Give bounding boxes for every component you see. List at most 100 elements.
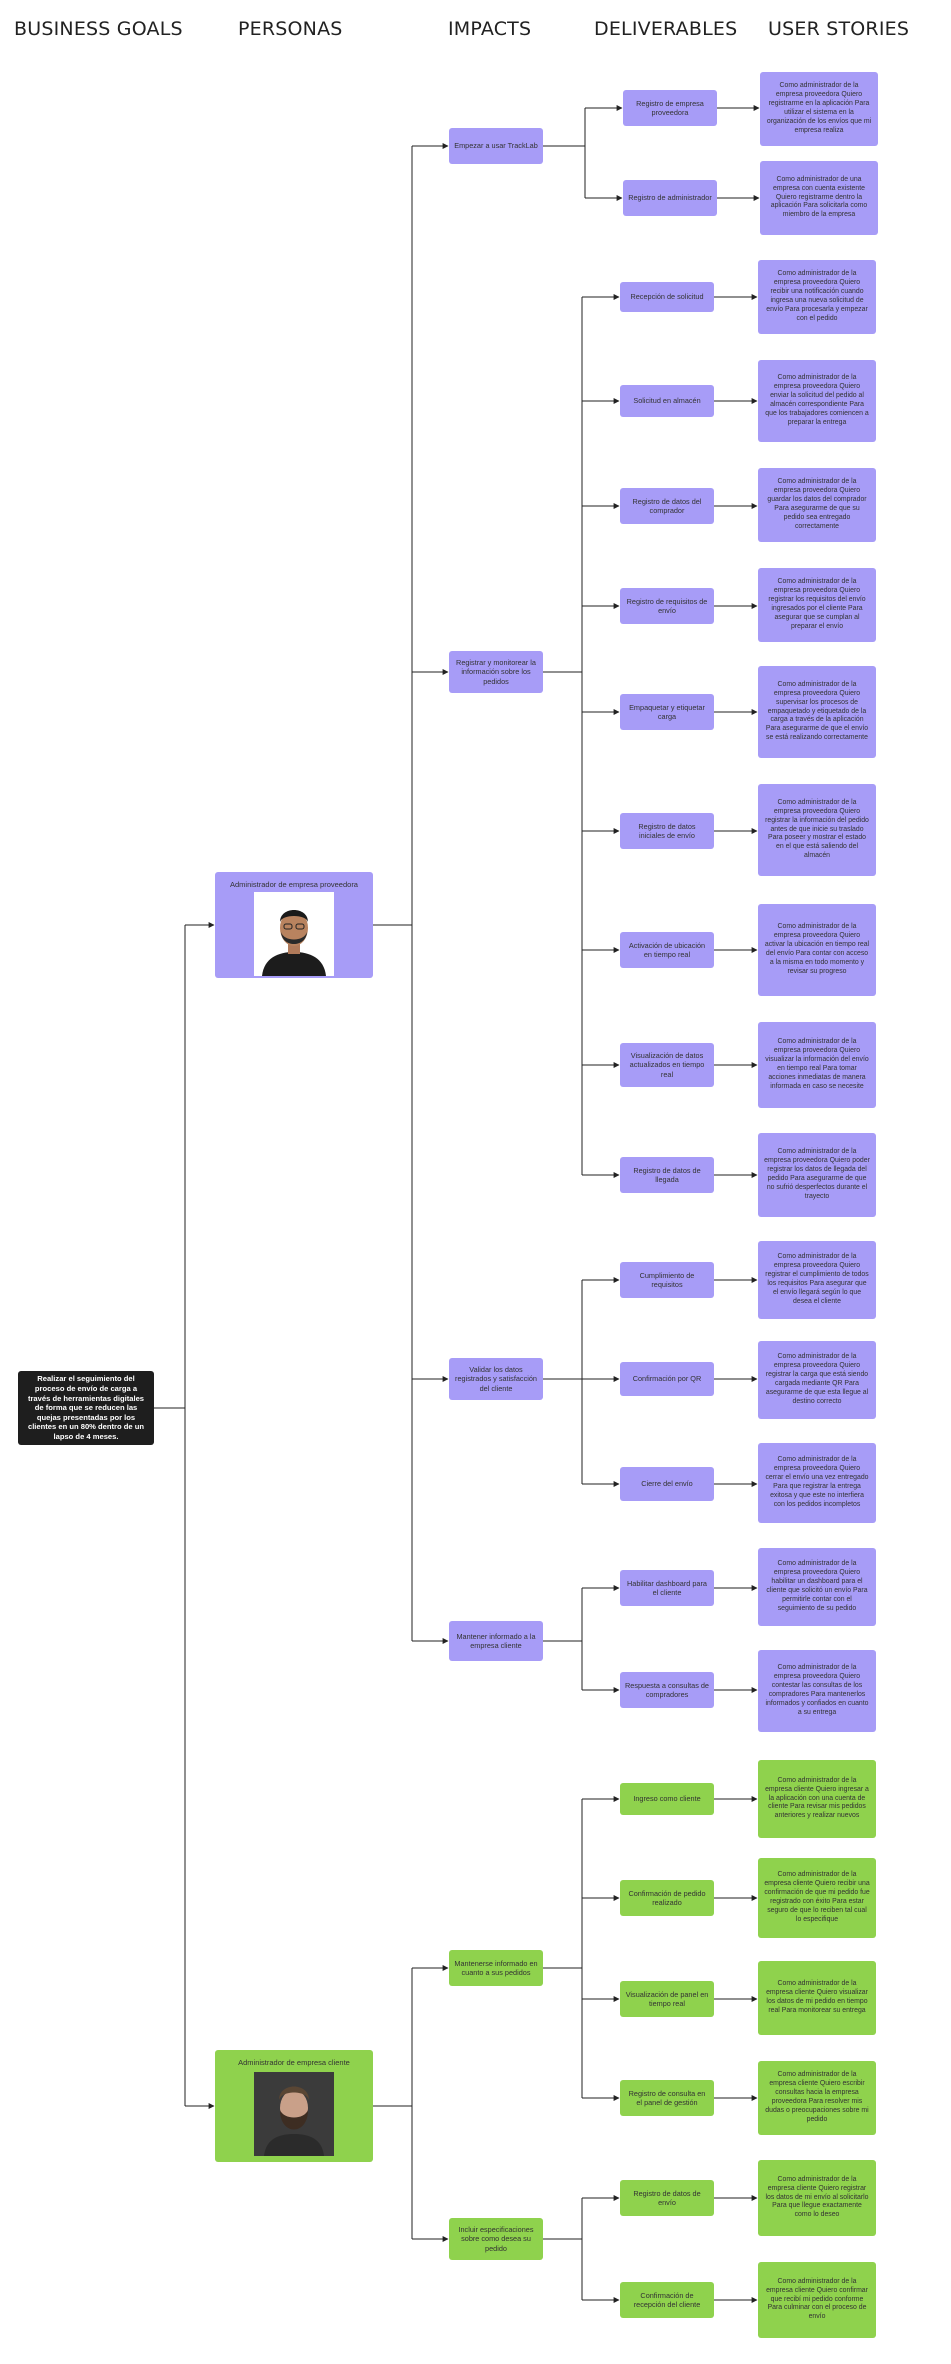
impact-card[interactable]: Mantenerse informado en cuanto a sus ped… <box>449 1950 543 1986</box>
user-story-text: Como administrador de la empresa proveed… <box>764 1148 870 1200</box>
impact-label: Incluir especificaciones sobre como dese… <box>458 2224 534 2253</box>
user-story-text: Como administrador de la empresa proveed… <box>765 1353 869 1405</box>
deliverable-card[interactable]: Activación de ubicación en tiempo real <box>620 932 714 968</box>
header-personas: PERSONAS <box>238 18 343 40</box>
deliverable-label: Empaquetar y etiquetar carga <box>629 702 705 721</box>
persona-card-client[interactable]: Administrador de empresa cliente <box>215 2050 373 2162</box>
user-story-card[interactable]: Como administrador de la empresa cliente… <box>758 2262 876 2338</box>
user-story-card[interactable]: Como administrador de la empresa proveed… <box>758 568 876 642</box>
user-story-text: Como administrador de la empresa proveed… <box>764 923 870 975</box>
user-story-card[interactable]: Como administrador de una empresa con cu… <box>760 161 878 235</box>
user-story-text: Como administrador de la empresa proveed… <box>765 1664 869 1716</box>
business-goal-text: Realizar el seguimiento del proceso de e… <box>27 1374 145 1441</box>
header-business-goals: BUSINESS GOALS <box>14 18 183 40</box>
deliverable-label: Registro de datos del comprador <box>632 496 702 515</box>
user-story-text: Como administrador de la empresa proveed… <box>766 82 872 134</box>
user-story-card[interactable]: Como administrador de la empresa proveed… <box>758 784 876 876</box>
user-story-card[interactable]: Como administrador de la empresa proveed… <box>758 1443 876 1523</box>
deliverable-card[interactable]: Confirmación de pedido realizado <box>620 1880 714 1916</box>
user-story-card[interactable]: Como administrador de la empresa cliente… <box>758 2160 876 2236</box>
deliverable-card[interactable]: Empaquetar y etiquetar carga <box>620 694 714 730</box>
deliverable-card[interactable]: Solicitud en almacén <box>620 385 714 417</box>
user-story-card[interactable]: Como administrador de la empresa cliente… <box>758 1858 876 1938</box>
user-story-text: Como administrador de la empresa cliente… <box>766 2277 868 2321</box>
deliverable-card[interactable]: Visualización de datos actualizados en t… <box>620 1043 714 1087</box>
user-story-text: Como administrador de la empresa proveed… <box>766 1560 868 1612</box>
deliverable-card[interactable]: Registro de datos de envío <box>620 2180 714 2216</box>
user-story-card[interactable]: Como administrador de la empresa proveed… <box>758 360 876 442</box>
deliverable-card[interactable]: Registro de empresa proveedora <box>623 90 717 126</box>
deliverable-card[interactable]: Recepción de solicitud <box>620 282 714 312</box>
persona-label: Administrador de empresa cliente <box>238 2058 350 2067</box>
deliverable-card[interactable]: Respuesta a consultas de compradores <box>620 1672 714 1708</box>
deliverable-card[interactable]: Registro de administrador <box>623 180 717 216</box>
user-story-card[interactable]: Como administrador de la empresa proveed… <box>760 72 878 146</box>
persona-card-provider[interactable]: Administrador de empresa proveedora <box>215 872 373 978</box>
user-story-text: Como administrador de la empresa proveed… <box>766 270 868 322</box>
user-story-card[interactable]: Como administrador de la empresa proveed… <box>758 904 876 996</box>
deliverable-card[interactable]: Registro de requisitos de envío <box>620 588 714 624</box>
user-story-card[interactable]: Como administrador de la empresa proveed… <box>758 468 876 542</box>
user-story-card[interactable]: Como administrador de la empresa cliente… <box>758 1760 876 1838</box>
user-story-text: Como administrador de la empresa cliente… <box>765 2175 869 2219</box>
user-story-text: Como administrador de la empresa proveed… <box>765 1038 869 1090</box>
user-story-card[interactable]: Como administrador de la empresa proveed… <box>758 260 876 334</box>
deliverable-card[interactable]: Confirmación de recepción del cliente <box>620 2282 714 2318</box>
impact-card[interactable]: Empezar a usar TrackLab <box>449 128 543 164</box>
deliverable-card[interactable]: Confirmación por QR <box>620 1362 714 1396</box>
deliverable-card[interactable]: Cierre del envío <box>620 1467 714 1501</box>
deliverable-card[interactable]: Ingreso como cliente <box>620 1783 714 1815</box>
persona-label: Administrador de empresa proveedora <box>230 880 358 889</box>
impact-label: Validar los datos registrados y satisfac… <box>455 1364 537 1393</box>
connector-lines <box>154 105 760 2303</box>
user-story-card[interactable]: Como administrador de la empresa proveed… <box>758 1341 876 1419</box>
user-story-card[interactable]: Como administrador de la empresa proveed… <box>758 666 876 758</box>
deliverable-label: Cierre del envío <box>641 1479 693 1489</box>
user-story-text: Como administrador de la empresa cliente… <box>766 1980 868 2014</box>
impact-card[interactable]: Registrar y monitorear la información so… <box>449 651 543 693</box>
deliverable-card[interactable]: Habilitar dashboard para el cliente <box>620 1570 714 1606</box>
user-story-text: Como administrador de la empresa proveed… <box>767 478 867 530</box>
business-goal-card[interactable]: Realizar el seguimiento del proceso de e… <box>18 1371 154 1445</box>
impact-label: Registrar y monitorear la información so… <box>456 657 536 686</box>
user-story-text: Como administrador de la empresa proveed… <box>768 578 866 630</box>
user-story-card[interactable]: Como administrador de la empresa proveed… <box>758 1133 876 1217</box>
deliverable-label: Registro de datos de llegada <box>633 1165 701 1184</box>
impact-card[interactable]: Mantener informado a la empresa cliente <box>449 1621 543 1661</box>
deliverable-label: Registro de datos iniciales de envío <box>638 821 696 840</box>
user-story-card[interactable]: Como administrador de la empresa proveed… <box>758 1548 876 1626</box>
impact-label: Empezar a usar TrackLab <box>454 141 538 151</box>
deliverable-label: Solicitud en almacén <box>633 396 701 406</box>
user-story-card[interactable]: Como administrador de la empresa proveed… <box>758 1022 876 1108</box>
user-story-text: Como administrador de la empresa proveed… <box>765 374 869 426</box>
deliverable-card[interactable]: Visualización de panel en tiempo real <box>620 1981 714 2017</box>
deliverable-card[interactable]: Registro de consulta en el panel de gest… <box>620 2080 714 2116</box>
deliverable-card[interactable]: Registro de datos de llegada <box>620 1157 714 1193</box>
user-story-card[interactable]: Como administrador de la empresa cliente… <box>758 1961 876 2035</box>
deliverable-label: Respuesta a consultas de compradores <box>625 1680 709 1699</box>
user-story-text: Como administrador de la empresa proveed… <box>765 798 869 860</box>
header-impacts: IMPACTS <box>448 18 532 40</box>
deliverable-label: Registro de empresa proveedora <box>636 98 704 117</box>
deliverable-card[interactable]: Cumplimiento de requisitos <box>620 1262 714 1298</box>
deliverable-card[interactable]: Registro de datos del comprador <box>620 488 714 524</box>
impact-card[interactable]: Validar los datos registrados y satisfac… <box>449 1358 543 1400</box>
user-story-text: Como administrador de la empresa proveed… <box>765 1456 869 1508</box>
user-story-card[interactable]: Como administrador de la empresa proveed… <box>758 1241 876 1319</box>
user-story-text: Como administrador de la empresa proveed… <box>765 1253 869 1305</box>
deliverable-label: Activación de ubicación en tiempo real <box>628 940 706 959</box>
deliverable-label: Ingreso como cliente <box>633 1794 701 1804</box>
impact-card[interactable]: Incluir especificaciones sobre como dese… <box>449 2218 543 2260</box>
deliverable-label: Registro de administrador <box>628 193 712 203</box>
user-story-text: Como administrador de la empresa cliente… <box>765 1776 869 1820</box>
deliverable-card[interactable]: Registro de datos iniciales de envío <box>620 813 714 849</box>
deliverable-label: Habilitar dashboard para el cliente <box>627 1578 707 1597</box>
user-story-text: Como administrador de la empresa proveed… <box>765 680 869 742</box>
impact-label: Mantener informado a la empresa cliente <box>456 1631 536 1650</box>
user-story-card[interactable]: Como administrador de la empresa cliente… <box>758 2061 876 2135</box>
header-user-stories: USER STORIES <box>768 18 910 40</box>
user-story-card[interactable]: Como administrador de la empresa proveed… <box>758 1650 876 1732</box>
persona-photo-client <box>254 2072 334 2156</box>
user-story-text: Como administrador de la empresa cliente… <box>764 1871 870 1923</box>
user-story-text: Como administrador de la empresa cliente… <box>765 2071 869 2123</box>
